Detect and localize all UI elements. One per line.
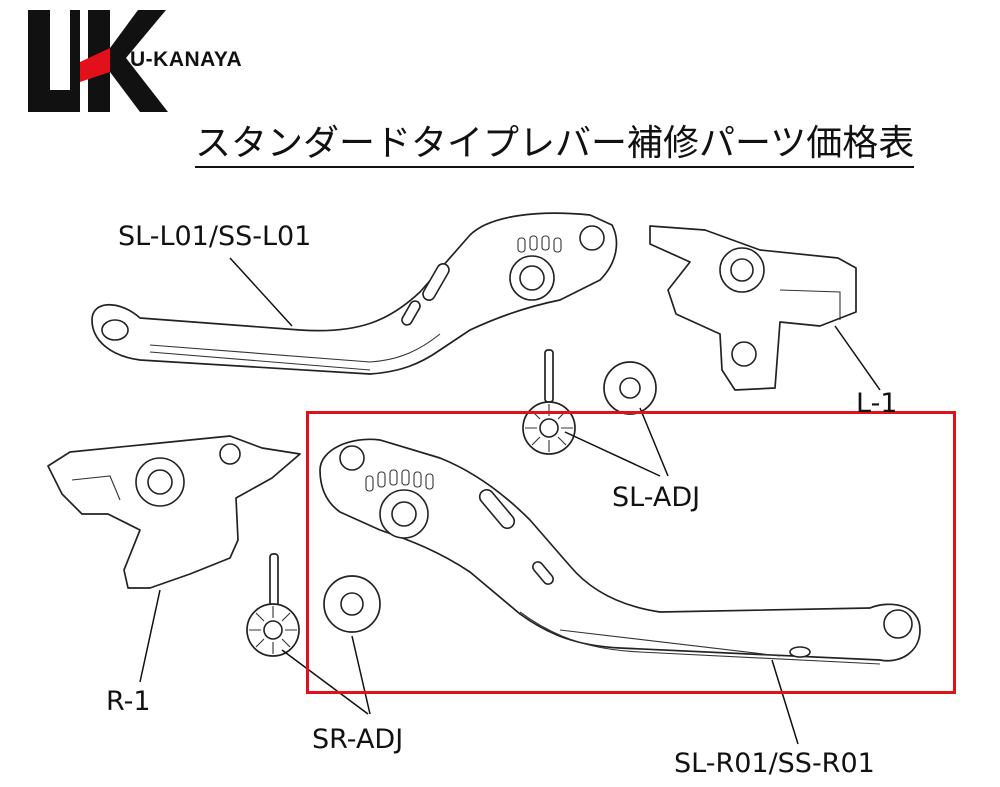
label-left-holder: L-1 xyxy=(856,388,898,419)
label-right-lever: SL-R01/SS-R01 xyxy=(674,748,875,779)
leader-left-adjuster-a xyxy=(564,431,661,477)
right-holder-drawing xyxy=(47,435,301,589)
brand-name: U-KANAYA xyxy=(130,48,243,71)
leader-left-holder xyxy=(834,325,881,391)
right-adjuster-drawing xyxy=(246,553,381,657)
leader-left-lever xyxy=(229,257,293,327)
leader-right-holder xyxy=(139,589,161,683)
left-holder-drawing xyxy=(649,225,857,391)
leader-right-lever xyxy=(771,659,799,745)
leader-left-adjuster-b xyxy=(639,407,669,477)
left-lever-drawing xyxy=(91,212,618,375)
left-adjuster-drawing xyxy=(522,349,657,455)
page-title: スタンダードタイプレバー補修パーツ価格表 xyxy=(195,124,915,168)
leader-right-adjuster-a xyxy=(281,649,369,715)
label-right-adjuster: SR-ADJ xyxy=(312,724,404,755)
label-right-holder: R-1 xyxy=(106,686,151,717)
highlight-box xyxy=(306,411,956,694)
label-left-lever: SL-L01/SS-L01 xyxy=(118,221,312,252)
label-left-adjuster: SL-ADJ xyxy=(612,482,701,513)
right-lever-drawing xyxy=(319,438,921,665)
brand-logo-icon xyxy=(28,10,168,112)
leader-right-adjuster-b xyxy=(351,635,371,715)
